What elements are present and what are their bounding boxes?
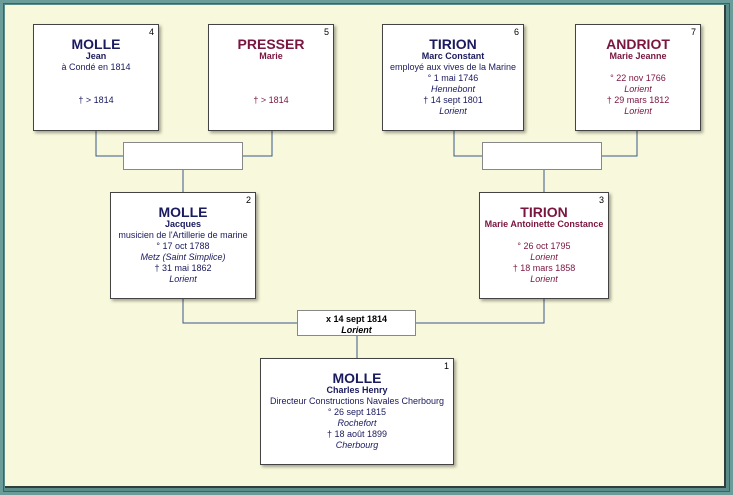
connector-lines	[95, 131, 638, 358]
person-card-2[interactable]: 2 MOLLE Jacques musicien de l'Artillerie…	[110, 192, 256, 299]
occupation: Directeur Constructions Navales Cherbour…	[269, 396, 445, 406]
marriage-box-parents: x 14 sept 1814 Lorient	[297, 310, 416, 336]
birth-place: Rochefort	[337, 418, 377, 428]
given-name: Marie	[259, 51, 283, 61]
tree-canvas: 4 MOLLE Jean à Condé en 1814 † > 1814 5 …	[5, 5, 726, 488]
sosa-number: 3	[598, 195, 604, 205]
death-place: Lorient	[624, 106, 652, 116]
death: † 29 mars 1812	[606, 95, 670, 105]
birth-place: Lorient	[530, 252, 558, 262]
birth: ° 22 nov 1766	[610, 73, 666, 83]
sosa-number: 1	[443, 361, 449, 371]
death: † 14 sept 1801	[423, 95, 483, 105]
sosa-number: 4	[148, 27, 154, 37]
surname: MOLLE	[71, 36, 121, 52]
note: à Condé en 1814	[61, 62, 131, 72]
birth: ° 17 oct 1788	[156, 241, 210, 251]
marriage-place: Lorient	[341, 325, 372, 335]
person-card-5[interactable]: 5 PRESSER Marie † > 1814	[208, 24, 334, 131]
death-place: Cherbourg	[335, 440, 379, 450]
given-name: Marc Constant	[421, 51, 485, 61]
person-card-7[interactable]: 7 ANDRIOT Marie Jeanne ° 22 nov 1766 Lor…	[575, 24, 701, 131]
connector-4	[95, 131, 123, 157]
surname: TIRION	[429, 36, 477, 52]
death: † > 1814	[78, 95, 114, 105]
person-card-3[interactable]: 3 TIRION Marie Antoinette Constance ° 26…	[479, 192, 609, 299]
death: † 18 août 1899	[326, 429, 388, 439]
occupation: musicien de l'Artillerie de marine	[118, 230, 248, 240]
connector-7	[601, 131, 638, 157]
surname: TIRION	[520, 204, 568, 220]
marriage-box-grandparents-maternal	[482, 142, 602, 170]
person-card-4[interactable]: 4 MOLLE Jean à Condé en 1814 † > 1814	[33, 24, 159, 131]
sosa-number: 6	[513, 27, 519, 37]
marriage-date: x 14 sept 1814	[325, 314, 388, 324]
connector-5	[242, 131, 273, 157]
surname: MOLLE	[158, 204, 208, 220]
birth: ° 1 mai 1746	[427, 73, 479, 83]
birth-place: Hennebont	[430, 84, 476, 94]
birth-place: Lorient	[624, 84, 652, 94]
sosa-number: 2	[245, 195, 251, 205]
death-place: Lorient	[169, 274, 197, 284]
connector-6	[453, 131, 482, 157]
death-place: Lorient	[530, 274, 558, 284]
sosa-number: 5	[323, 27, 329, 37]
given-name: Marie Jeanne	[609, 51, 667, 61]
birth: ° 26 sept 1815	[327, 407, 387, 417]
death: † 18 mars 1858	[512, 263, 576, 273]
surname: ANDRIOT	[606, 36, 670, 52]
death-place: Lorient	[439, 106, 467, 116]
connector-2	[182, 298, 297, 324]
surname: PRESSER	[237, 36, 305, 52]
given-name: Jean	[85, 51, 107, 61]
birth: ° 26 oct 1795	[517, 241, 571, 251]
surname: MOLLE	[332, 370, 382, 386]
given-name: Jacques	[164, 219, 202, 229]
connector-3	[416, 298, 545, 324]
death: † 31 mai 1862	[154, 263, 212, 273]
birth-place: Metz (Saint Simplice)	[140, 252, 226, 262]
given-name: Charles Henry	[326, 385, 388, 395]
marriage-box-grandparents-paternal	[123, 142, 243, 170]
person-card-6[interactable]: 6 TIRION Marc Constant employé aux vives…	[382, 24, 524, 131]
person-card-1[interactable]: 1 MOLLE Charles Henry Directeur Construc…	[260, 358, 454, 465]
death: † > 1814	[253, 95, 289, 105]
given-name: Marie Antoinette Constance	[484, 219, 604, 229]
occupation: employé aux vives de la Marine	[389, 62, 517, 72]
sosa-number: 7	[690, 27, 696, 37]
